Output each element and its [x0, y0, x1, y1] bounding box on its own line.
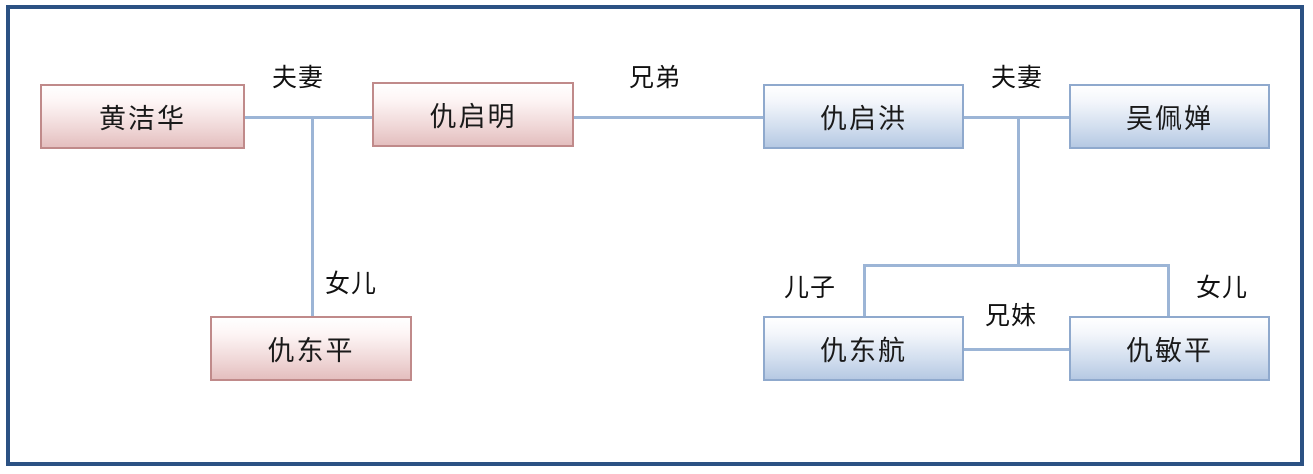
- connector-parents-to-children: [1017, 116, 1020, 266]
- node-qiu-donghang[interactable]: 仇东航: [763, 316, 967, 384]
- node-qiu-qiming[interactable]: 仇启明: [372, 82, 577, 150]
- relation-label-brothers: 兄弟: [629, 65, 682, 92]
- node-label: 仇敏平: [1126, 336, 1213, 366]
- connector-bracket-qiuminping: [1167, 264, 1170, 317]
- relation-label-daughter-right: 女儿: [1196, 275, 1249, 302]
- connector-qiudonghang-qiuminping: [961, 348, 1071, 351]
- node-label: 仇启明: [429, 102, 517, 132]
- relation-label-daughter-left: 女儿: [325, 271, 378, 298]
- connector-huangjiehua-qiuqiming: [243, 116, 374, 119]
- node-label: 仇启洪: [820, 104, 907, 134]
- node-label: 黄洁华: [99, 104, 186, 134]
- node-qiu-qihong[interactable]: 仇启洪: [763, 84, 967, 152]
- relation-label-couple-left: 夫妻: [272, 65, 325, 92]
- connector-qiuqiming-qiudongping: [311, 116, 314, 321]
- node-huang-jiehua[interactable]: 黄洁华: [40, 84, 248, 152]
- relation-label-couple-right: 夫妻: [991, 65, 1044, 92]
- node-qiu-minping[interactable]: 仇敏平: [1069, 316, 1273, 384]
- node-wu-peichan[interactable]: 吴佩婵: [1069, 84, 1273, 152]
- node-label: 仇东航: [820, 336, 907, 366]
- relation-label-siblings: 兄妹: [985, 303, 1038, 330]
- connector-children-bracket: [863, 264, 1170, 267]
- connector-qiuqiming-qiuqihong: [571, 116, 765, 119]
- connector-bracket-qiudonghang: [863, 264, 866, 317]
- diagram-frame: [6, 5, 1304, 466]
- relation-label-son: 儿子: [784, 275, 837, 302]
- node-qiu-dongping[interactable]: 仇东平: [210, 316, 415, 384]
- node-label: 吴佩婵: [1126, 104, 1213, 134]
- node-label: 仇东平: [267, 336, 355, 366]
